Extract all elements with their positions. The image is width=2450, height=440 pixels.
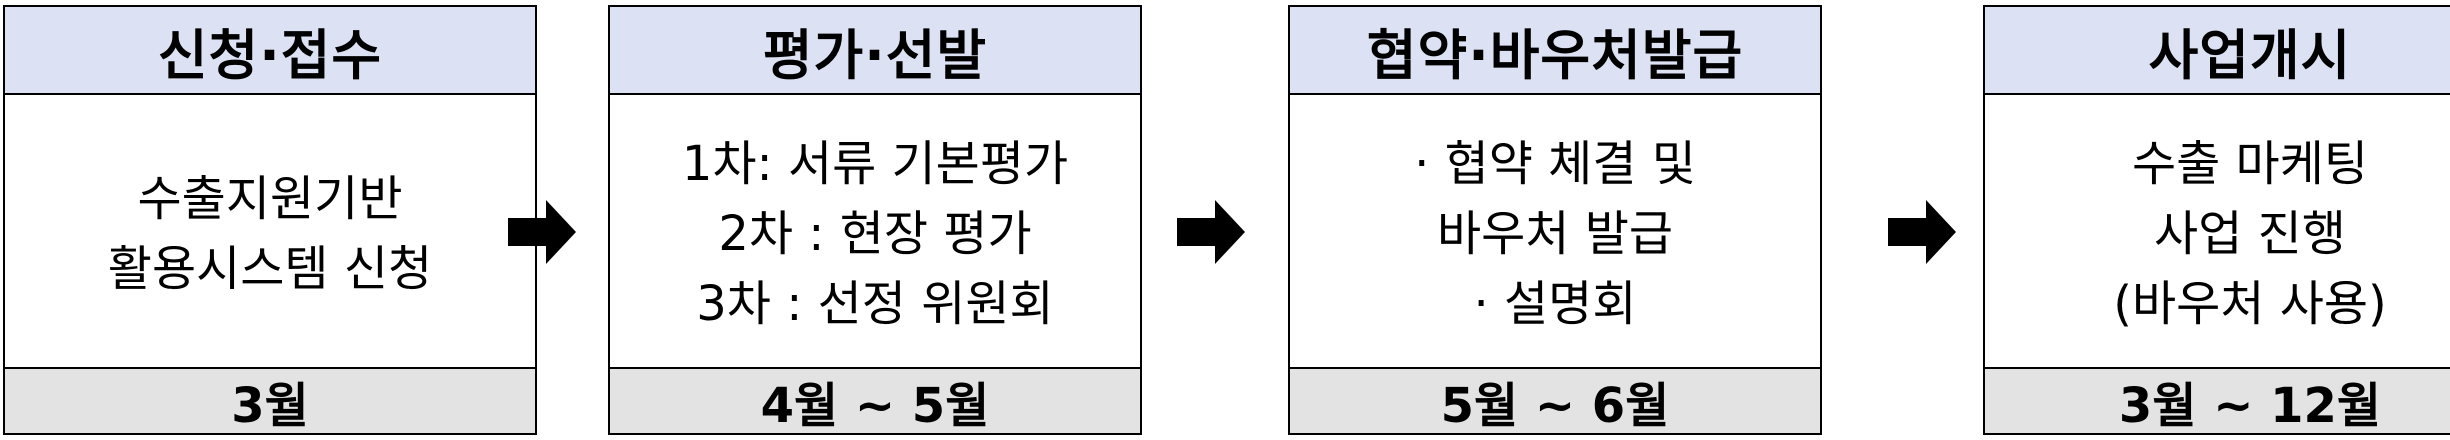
stage-title: 협약·바우처발급 bbox=[1290, 7, 1820, 95]
description-line: 3차 : 선정 위원회 bbox=[696, 276, 1054, 332]
stage-description: 1차: 서류 기본평가 2차 : 현장 평가 3차 : 선정 위원회 bbox=[610, 95, 1140, 373]
description-line: 바우처 발급 bbox=[1436, 206, 1674, 262]
description-line: · 협약 체결 및 bbox=[1414, 136, 1696, 192]
description-line: 수출지원기반 bbox=[137, 171, 403, 227]
stage-title: 사업개시 bbox=[1985, 7, 2450, 95]
arrow-shape bbox=[508, 200, 576, 264]
stage-launch: 사업개시 수출 마케팅 사업 진행 (바우처 사용) 3월 ~ 12월 bbox=[1983, 5, 2450, 435]
description-line: 수출 마케팅 bbox=[2131, 136, 2369, 192]
stage-description: 수출지원기반 활용시스템 신청 bbox=[5, 95, 535, 373]
right-arrow-icon bbox=[1177, 200, 1245, 264]
description-line: · 설명회 bbox=[1473, 276, 1637, 332]
stage-application: 신청·접수 수출지원기반 활용시스템 신청 3월 bbox=[3, 5, 537, 435]
stage-title: 평가·선발 bbox=[610, 7, 1140, 95]
stage-period: 4월 ~ 5월 bbox=[610, 367, 1140, 434]
description-line: (바우처 사용) bbox=[2113, 276, 2387, 332]
arrow-shape bbox=[1177, 200, 1245, 264]
right-arrow-icon bbox=[1888, 200, 1956, 264]
description-line: 사업 진행 bbox=[2154, 206, 2346, 262]
stage-period: 3월 bbox=[5, 367, 535, 434]
description-line: 1차: 서류 기본평가 bbox=[681, 136, 1069, 192]
stage-description: · 협약 체결 및 바우처 발급 · 설명회 bbox=[1290, 95, 1820, 373]
stage-title: 신청·접수 bbox=[5, 7, 535, 95]
description-line: 활용시스템 신청 bbox=[107, 241, 433, 297]
stage-period: 3월 ~ 12월 bbox=[1985, 367, 2450, 434]
stage-description: 수출 마케팅 사업 진행 (바우처 사용) bbox=[1985, 95, 2450, 373]
right-arrow-icon bbox=[508, 200, 576, 264]
stage-evaluation: 평가·선발 1차: 서류 기본평가 2차 : 현장 평가 3차 : 선정 위원회… bbox=[608, 5, 1142, 435]
stage-agreement: 협약·바우처발급 · 협약 체결 및 바우처 발급 · 설명회 5월 ~ 6월 bbox=[1288, 5, 1822, 435]
description-line: 2차 : 현장 평가 bbox=[718, 206, 1032, 262]
arrow-shape bbox=[1888, 200, 1956, 264]
stage-period: 5월 ~ 6월 bbox=[1290, 367, 1820, 434]
